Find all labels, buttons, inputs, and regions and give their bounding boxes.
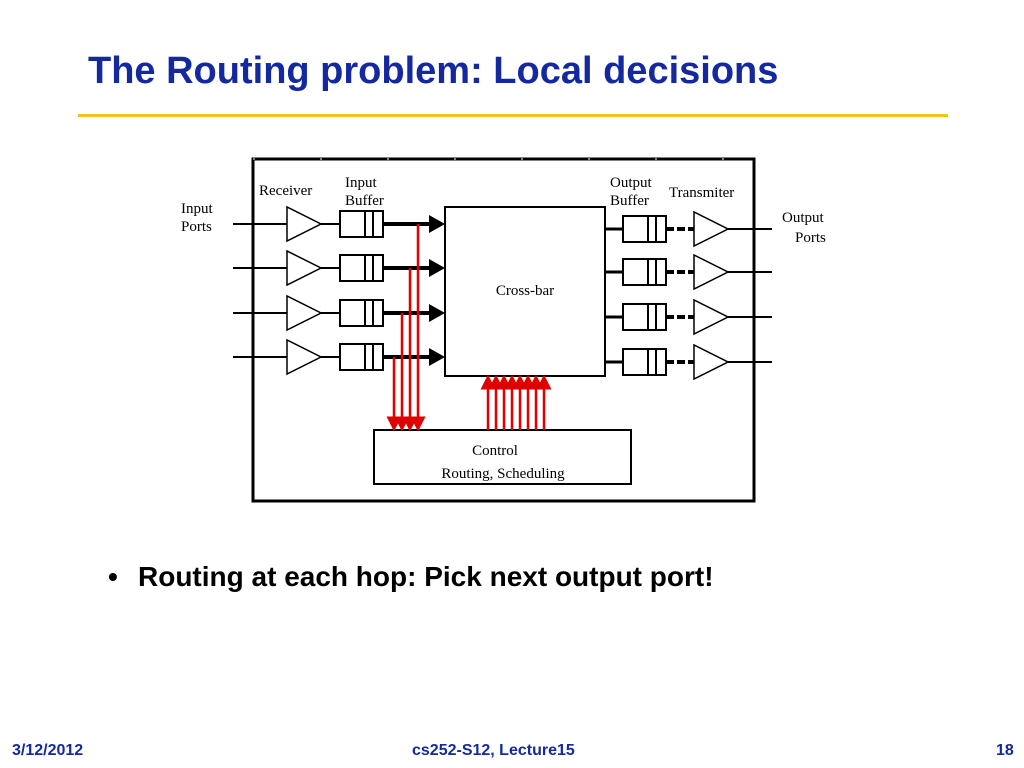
crossbar-input-arrowhead <box>429 215 445 233</box>
input-buffer <box>339 254 384 282</box>
transmitter-amplifier <box>693 253 730 291</box>
receiver-amplifier <box>286 205 323 243</box>
input-stage <box>233 205 445 376</box>
title-divider <box>78 114 948 117</box>
output-buffer-label-line2: Buffer <box>610 193 649 209</box>
input-buffer-label-line1: Input <box>345 175 377 191</box>
control-box <box>373 429 632 485</box>
output-buffer <box>622 258 667 286</box>
crossbar-input-arrowhead <box>429 348 445 366</box>
input-ports-label-line1: Input <box>181 201 213 217</box>
transmitter-amplifier <box>693 210 730 248</box>
input-buffer <box>339 210 384 238</box>
output-buffer <box>622 215 667 243</box>
control-label: Control <box>472 443 518 459</box>
output-ports-label-line2: Ports <box>795 230 826 246</box>
footer-date: 3/12/2012 <box>12 742 84 759</box>
receiver-amplifier <box>286 249 323 287</box>
input-buffer <box>339 299 384 327</box>
bullet-text: Routing at each hop: Pick next output po… <box>138 561 714 592</box>
output-buffer <box>622 348 667 376</box>
crossbar-input-arrowhead <box>429 259 445 277</box>
receiver-label: Receiver <box>259 183 312 199</box>
transmitter-label: Transmiter <box>669 185 734 201</box>
input-buffer <box>339 343 384 371</box>
crossbar-label: Cross-bar <box>496 283 554 299</box>
bullet-marker: • <box>108 561 118 592</box>
receiver-amplifier <box>286 338 323 376</box>
crossbar-input-arrowhead <box>429 304 445 322</box>
bullet-point: • Routing at each hop: Pick next output p… <box>108 561 714 593</box>
crossbar-box <box>444 206 606 377</box>
footer-course: cs252-S12, Lecture15 <box>412 742 575 759</box>
output-buffer-label-line1: Output <box>610 175 653 191</box>
output-ports-label-line1: Output <box>782 210 825 226</box>
control-links <box>386 224 552 432</box>
input-ports-label-line2: Ports <box>181 219 212 235</box>
output-buffer <box>622 303 667 331</box>
input-buffer-label-line2: Buffer <box>345 193 384 209</box>
receiver-amplifier <box>286 294 323 332</box>
transmitter-amplifier <box>693 343 730 381</box>
transmitter-amplifier <box>693 298 730 336</box>
slide-title: The Routing problem: Local decisions <box>88 50 779 92</box>
control-sublabel: Routing, Scheduling <box>441 466 565 482</box>
output-stage <box>605 210 772 381</box>
footer-page-number: 18 <box>996 742 1014 759</box>
router-boundary <box>251 157 756 503</box>
